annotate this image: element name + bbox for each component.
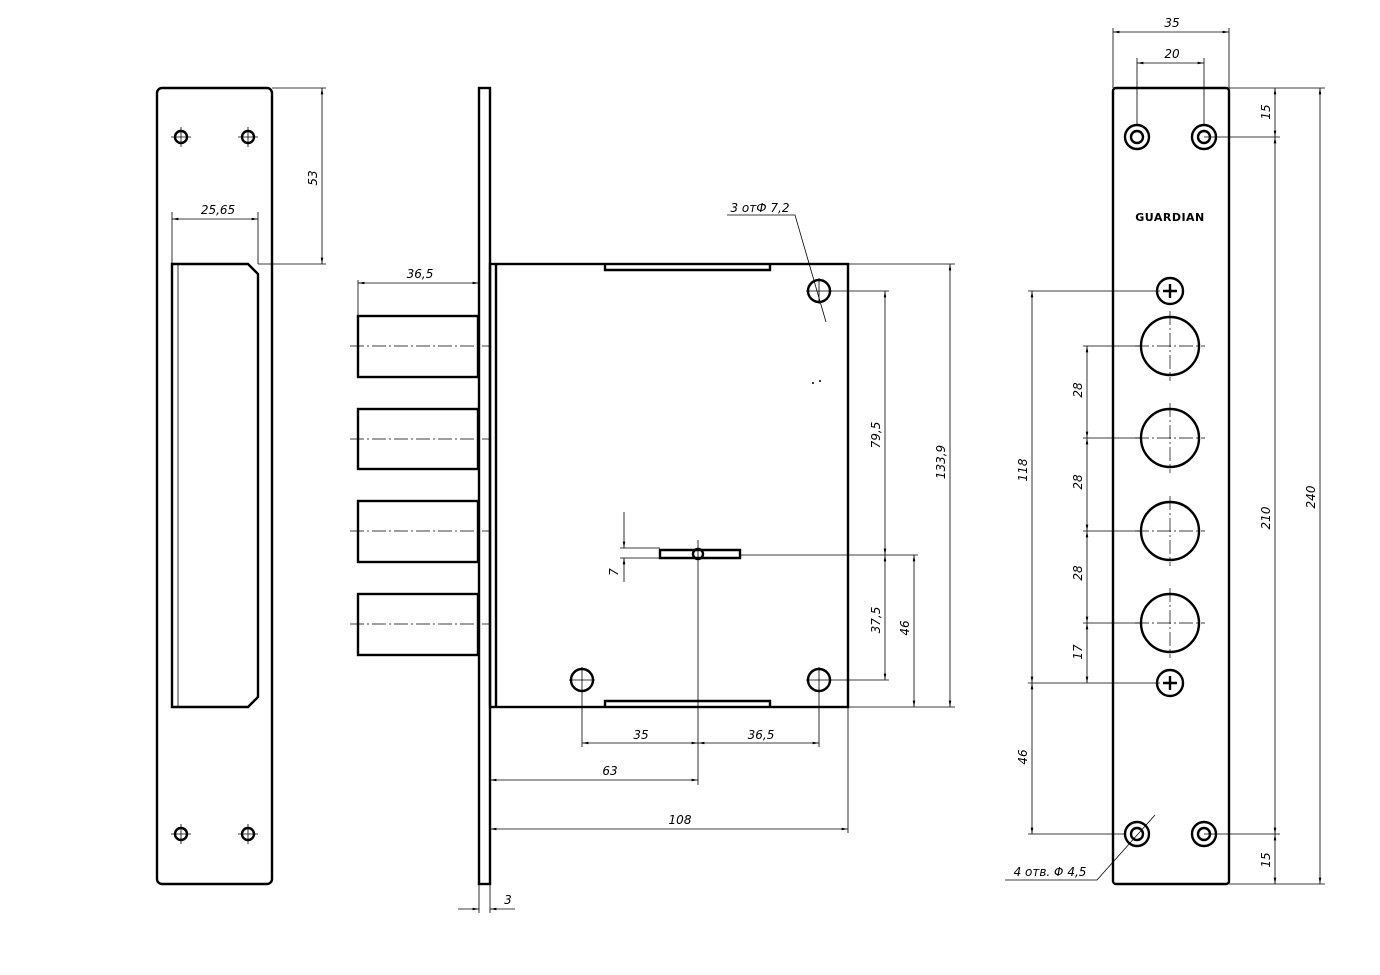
dim-7: 7: [607, 568, 621, 576]
bolts: [350, 314, 490, 657]
dim-28-b: 28: [1071, 474, 1085, 490]
faceplate-holes: [1123, 123, 1218, 848]
dim-15-bottom: 15: [1259, 852, 1273, 867]
dim-3: 3: [504, 893, 512, 907]
lock-body-view: 36,5 3 отФ 7,2 79,5 133,9 37,5 46 7 35 3…: [350, 86, 955, 913]
faceplate-view: GUARDIAN 35 20 15 210: [1005, 16, 1325, 886]
dim-20: 20: [1164, 47, 1180, 61]
hole-note-4-5: 4 отв. Φ 4,5: [1014, 865, 1087, 879]
dim-36-5-body: 36,5: [748, 728, 775, 742]
dim-133-9: 133,9: [934, 445, 948, 479]
hole-note-7-2: 3 отФ 7,2: [730, 201, 789, 215]
dim-15-top: 15: [1259, 104, 1273, 119]
dim-36-5-bolt: 36,5: [407, 267, 434, 281]
dim-53: 53: [306, 170, 320, 185]
strike-plate-view: 53 25,65: [155, 86, 326, 886]
dim-35-body: 35: [633, 728, 648, 742]
dim-28-a: 28: [1071, 382, 1085, 398]
dim-210: 210: [1259, 506, 1273, 529]
dim-118: 118: [1016, 458, 1030, 481]
mounting-holes: [171, 127, 258, 844]
dim-35-face: 35: [1164, 16, 1179, 30]
body-holes: [569, 278, 832, 693]
brand-logo: GUARDIAN: [1135, 211, 1205, 224]
dim-37-5: 37,5: [869, 607, 883, 634]
dim-240: 240: [1304, 485, 1318, 508]
dim-17: 17: [1071, 644, 1085, 660]
dim-46-face: 46: [1016, 749, 1030, 765]
dim-108: 108: [669, 813, 692, 827]
dim-79-5: 79,5: [869, 422, 883, 449]
keyhole: [658, 540, 742, 785]
dim-46-body: 46: [898, 620, 912, 636]
dim-63: 63: [602, 764, 617, 778]
bolt-ends: [1135, 311, 1205, 658]
dim-25-65: 25,65: [201, 203, 235, 217]
dim-28-c: 28: [1071, 565, 1085, 581]
